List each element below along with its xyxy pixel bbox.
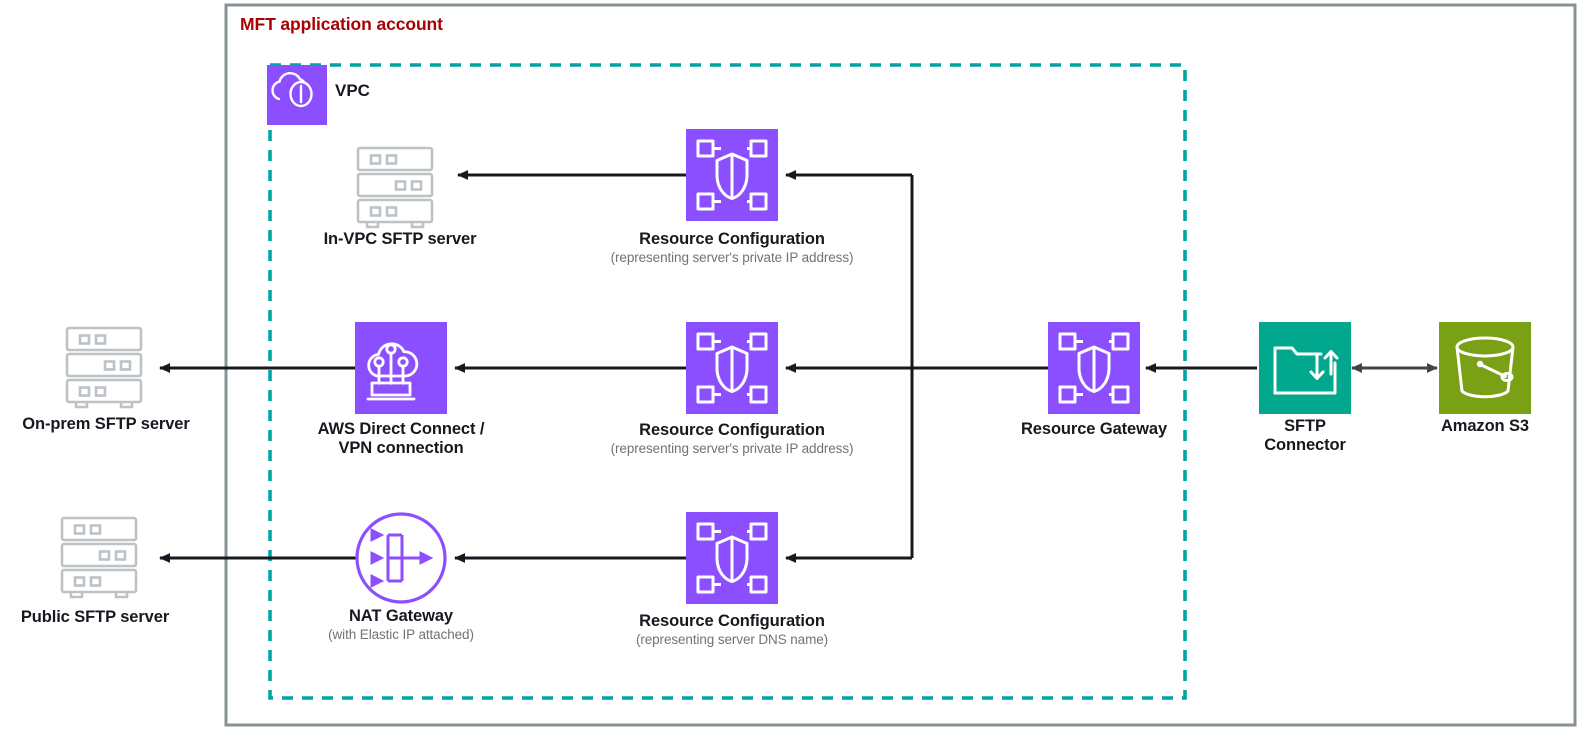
vpc-icon (267, 65, 327, 125)
s3-bucket-icon (1439, 322, 1531, 414)
in-vpc-sftp-server-label: In-VPC SFTP server (287, 230, 513, 249)
resource-configuration-top-sublabel: (representing server's private IP addres… (610, 249, 854, 265)
sftp-connector-label: SFTP Connector (1230, 417, 1380, 455)
resource-configuration-bottom-sublabel: (representing server DNS name) (635, 631, 829, 647)
on-prem-sftp-server-label-text: On-prem SFTP server (22, 415, 190, 433)
sftp-connector-label-line1: SFTP (1284, 417, 1326, 435)
aws-direct-connect-label-line1: AWS Direct Connect / (317, 420, 485, 438)
resource-gateway-label-text: Resource Gateway (1020, 420, 1168, 438)
in-vpc-sftp-server-icon (356, 146, 434, 229)
vpc-boundary (268, 63, 1187, 700)
nat-gateway-sublabel: (with Elastic IP attached) (328, 626, 474, 642)
resource-configuration-middle-label-text: Resource Configuration (639, 421, 825, 439)
nat-gateway-label: NAT Gateway (with Elastic IP attached) (281, 607, 521, 642)
public-sftp-server-icon (60, 516, 138, 599)
account-boundary (224, 3, 1577, 727)
direct-connect-icon (355, 322, 447, 414)
resource-configuration-middle-label: Resource Configuration (representing ser… (582, 421, 882, 456)
resource-configuration-bottom-icon (686, 512, 778, 604)
resource-gateway-label: Resource Gateway (964, 420, 1224, 439)
resource-configuration-bottom-label: Resource Configuration (representing ser… (582, 612, 882, 647)
public-sftp-server-label: Public SFTP server (0, 608, 190, 627)
in-vpc-sftp-server-label-text: In-VPC SFTP server (323, 230, 477, 248)
vpc-label: VPC (335, 81, 370, 100)
resource-configuration-top-label: Resource Configuration (representing ser… (582, 230, 882, 265)
on-prem-sftp-server-icon (65, 326, 143, 409)
resource-configuration-middle-icon (686, 322, 778, 414)
aws-direct-connect-label: AWS Direct Connect / VPN connection (271, 420, 531, 458)
resource-configuration-middle-sublabel: (representing server's private IP addres… (610, 440, 854, 456)
account-title: MFT application account (240, 14, 443, 34)
resource-configuration-top-icon (686, 129, 778, 221)
amazon-s3-label: Amazon S3 (1400, 417, 1570, 436)
aws-direct-connect-label-line2: VPN connection (338, 438, 464, 457)
nat-gateway-icon (355, 512, 447, 604)
connection-gateway-to-resource-configs (785, 170, 1048, 563)
public-sftp-server-label-text: Public SFTP server (20, 608, 170, 626)
resource-gateway-icon (1048, 322, 1140, 414)
on-prem-sftp-server-label: On-prem SFTP server (0, 415, 212, 434)
sftp-connector-icon (1259, 322, 1351, 414)
resource-configuration-bottom-label-text: Resource Configuration (639, 612, 825, 630)
resource-configuration-top-label-text: Resource Configuration (639, 230, 825, 248)
sftp-connector-label-line2: Connector (1264, 435, 1346, 454)
nat-gateway-label-text: NAT Gateway (348, 607, 454, 625)
amazon-s3-label-text: Amazon S3 (1440, 417, 1530, 435)
